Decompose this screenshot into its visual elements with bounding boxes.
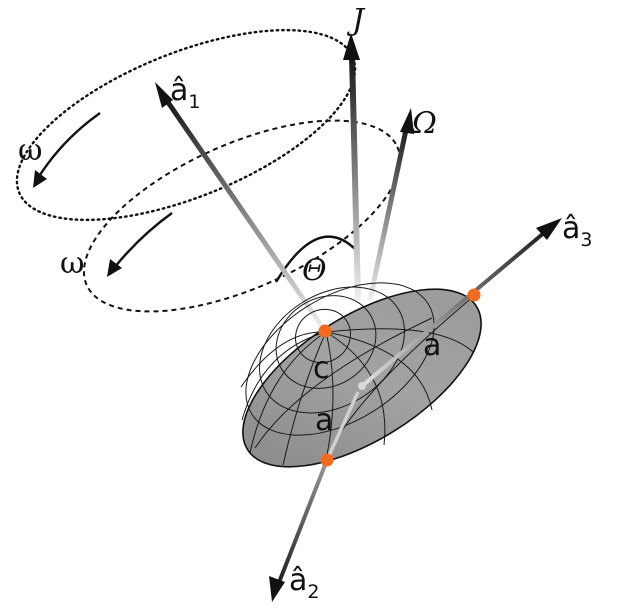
lower-omega-rotation-arrow [113,212,173,269]
label-omega-upper: ω [18,133,42,168]
label-semi-axis-c: c [313,351,330,386]
label-a1-sub: 1 [188,91,200,113]
label-semi-axis-a-front: a [315,403,333,438]
label-a1-main: â [170,73,188,108]
label-theta: Θ [302,253,327,288]
a1-axis-line [160,93,329,334]
a2-arrowhead [269,576,285,602]
label-a2-main: â [289,563,307,598]
label-a3-sub: 3 [580,229,592,251]
upper-omega-rotation-arrow [36,112,101,179]
angular-velocity-Omega-arrowhead [400,108,414,134]
label-semi-axis-a-right: a [423,328,441,363]
a2-axis-line [325,391,360,461]
label-J: J [346,3,366,38]
upper-precession-orbit [15,28,357,222]
label-Omega: Ω [411,106,437,141]
ellipsoid-body [240,282,482,468]
label-a3: â3 [562,211,592,251]
vertex-marker-a3 [467,288,481,302]
lower-omega-arrowhead [107,259,122,277]
body-center-point [358,382,366,390]
label-a1: â1 [170,73,200,113]
label-omega-lower: ω [60,246,84,281]
a1-arrowhead [155,82,173,108]
label-a2: â2 [289,563,319,603]
angular-momentum-J-arrowhead [343,33,360,60]
vertex-marker-c [318,324,332,338]
label-a2-sub: 2 [307,581,319,603]
angular-momentum-J-line [349,54,361,301]
upper-omega-arrowhead [33,170,47,188]
lower-precession-orbit [82,119,402,313]
a3-arrowhead [536,218,562,240]
a3-axis-line [360,230,547,388]
vertex-marker-a2 [320,453,334,467]
a2-axis-outer-line [276,459,329,586]
label-a3-main: â [562,211,580,246]
angular-velocity-Omega-line [367,124,410,301]
